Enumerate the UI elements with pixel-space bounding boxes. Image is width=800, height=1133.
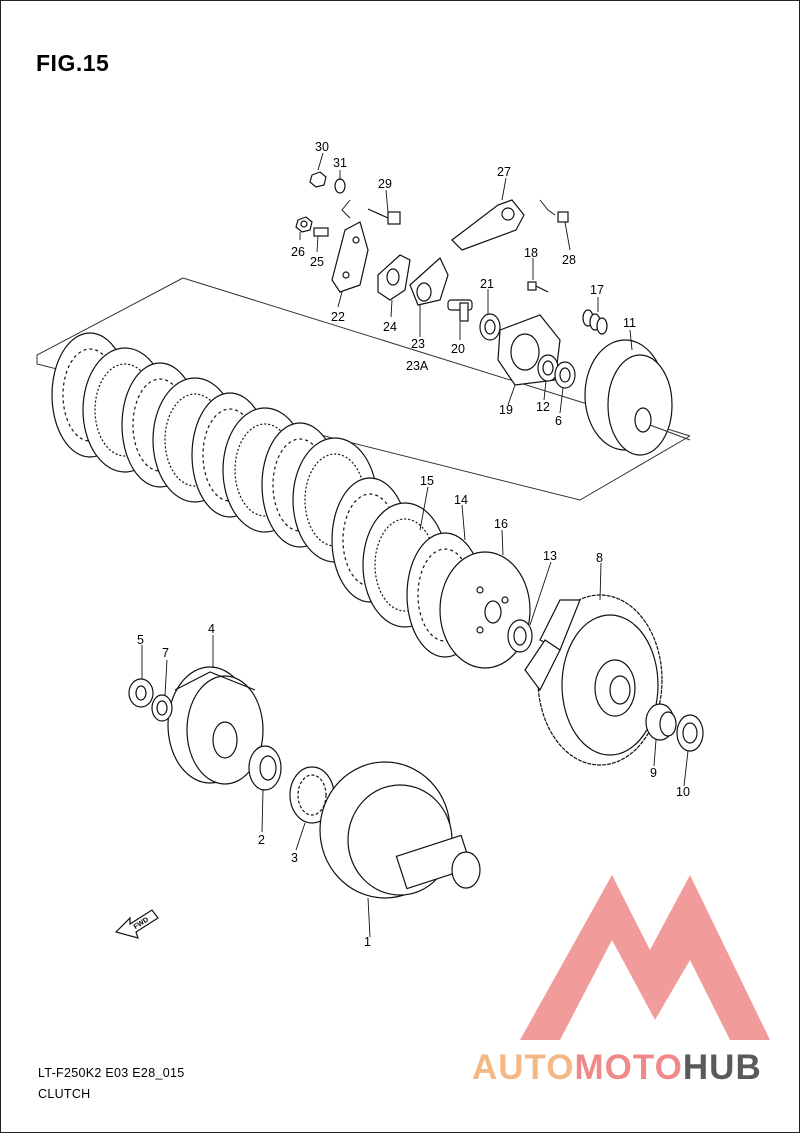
brand-part-auto: AUTO (472, 1048, 575, 1087)
callout-5: 5 (137, 633, 144, 647)
callout-28: 28 (562, 253, 576, 267)
callout-29: 29 (378, 177, 392, 191)
callout-21: 21 (480, 277, 494, 291)
callout-24: 24 (383, 320, 397, 334)
callout-8: 8 (596, 551, 603, 565)
section-name: CLUTCH (38, 1087, 91, 1101)
callout-4: 4 (208, 622, 215, 636)
callout-23: 23 (411, 337, 425, 351)
callout-12: 12 (536, 400, 550, 414)
callout-25: 25 (310, 255, 324, 269)
fwd-arrow: FWD (114, 909, 159, 939)
washer-13 (507, 619, 533, 653)
model-code: LT-F250K2 E03 E28_015 (38, 1066, 185, 1080)
washer-6 (554, 361, 576, 389)
nut-26 (295, 216, 313, 233)
washer-7 (151, 694, 173, 722)
clutch-housing-gear (524, 594, 663, 766)
brand-part-moto: MOTO (574, 1048, 683, 1087)
pressure-plate (439, 551, 531, 669)
bolt-28 (557, 211, 569, 223)
callout-20: 20 (451, 342, 465, 356)
callout-7: 7 (162, 646, 169, 660)
bracket-22 (331, 221, 369, 293)
one-way-clutch-2 (248, 745, 282, 791)
callout-11: 11 (623, 316, 636, 330)
callout-31: 31 (333, 156, 347, 170)
release-cam-23 (409, 257, 449, 306)
cam-plate-24 (377, 254, 411, 301)
callout-2: 2 (258, 833, 265, 847)
bearing-21 (479, 313, 501, 341)
callout-labels: 30 31 29 26 25 22 24 23 23A 20 21 27 28 … (137, 140, 690, 949)
nut-30 (309, 171, 327, 188)
bolt-18 (527, 281, 549, 293)
clutch-drum-1 (319, 761, 481, 899)
callout-6: 6 (555, 414, 562, 428)
callout-30: 30 (315, 140, 329, 154)
washer-31 (334, 178, 346, 194)
washer-10 (676, 714, 704, 752)
spacer-9 (645, 703, 677, 741)
callout-26: 26 (291, 245, 305, 259)
figure-title: FIG.15 (36, 50, 110, 76)
plate-set-bracket (36, 277, 691, 501)
brand-part-hub: HUB (682, 1048, 762, 1087)
callout-22: 22 (331, 310, 345, 324)
clutch-spring-17 (582, 309, 608, 335)
callout-9: 9 (650, 766, 657, 780)
callout-15: 15 (420, 474, 434, 488)
stud-25 (313, 227, 329, 237)
centrifugal-clutch-4 (167, 666, 264, 785)
callout-10: 10 (676, 785, 690, 799)
bolt-29 (367, 208, 401, 225)
clutch-sleeve-hub (584, 339, 691, 456)
callout-23a: 23A (406, 359, 429, 373)
callout-16: 16 (494, 517, 508, 531)
nut-5 (128, 678, 154, 708)
leader-lines (141, 152, 689, 938)
watermark-brand-text: AUTOMOTOHUB (472, 1048, 762, 1088)
callout-13: 13 (543, 549, 557, 563)
callout-27: 27 (497, 165, 511, 179)
callout-3: 3 (291, 851, 298, 865)
callout-17: 17 (590, 283, 604, 297)
release-lever-27 (451, 199, 525, 251)
push-rod-20 (447, 299, 473, 322)
clutch-plate-stack (51, 332, 484, 658)
callout-14: 14 (454, 493, 468, 507)
watermark-logo-icon (520, 875, 770, 1040)
callout-19: 19 (499, 403, 513, 417)
callout-1: 1 (364, 935, 371, 949)
bearing-12 (537, 354, 559, 382)
callout-18: 18 (524, 246, 538, 260)
